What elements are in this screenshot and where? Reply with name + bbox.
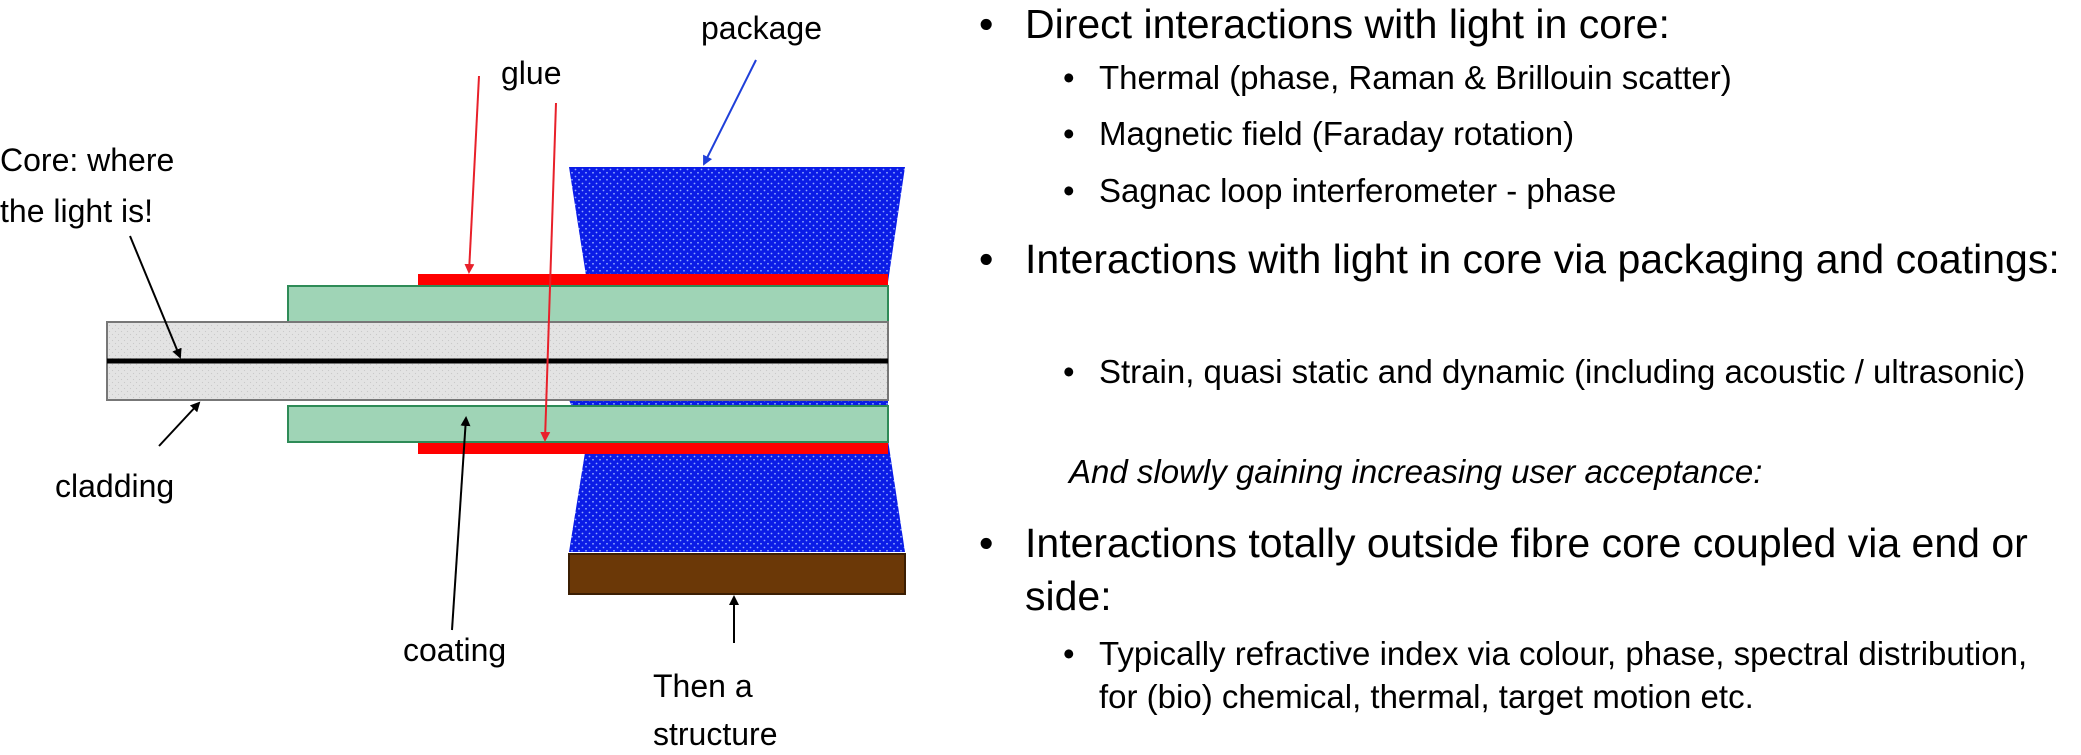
sub-bullet-refractive: • Typically refractive index via colour,… (1063, 632, 2073, 718)
bullet-direct-text: Direct interactions with light in core: (1025, 1, 1670, 47)
coating-bottom (287, 405, 889, 443)
package-label: package (701, 10, 822, 46)
glue-label: glue (501, 55, 562, 91)
glue-top-layer (418, 274, 888, 286)
sub-bullet-magnetic-text: Magnetic field (Faraday rotation) (1099, 115, 1575, 152)
sub-bullet-sagnac-text: Sagnac loop interferometer - phase (1099, 172, 1617, 209)
sub-bullet-dot: • (1063, 635, 1075, 672)
acceptance-note: And slowly gaining increasing user accep… (1069, 453, 1763, 490)
bullet-outside-interactions: • Interactions totally outside fibre cor… (975, 517, 2075, 623)
coating-top (287, 285, 889, 323)
sub-bullet-dot: • (1063, 353, 1075, 390)
coating-arrow (451, 416, 471, 631)
glue-top-arrow (464, 75, 480, 274)
sub-bullet-thermal: • Thermal (phase, Raman & Brillouin scat… (1063, 56, 2073, 99)
sub-bullet-dot: • (1063, 115, 1075, 152)
sub-bullet-sagnac: • Sagnac loop interferometer - phase (1063, 169, 2073, 212)
sub-bullet-thermal-text: Thermal (phase, Raman & Brillouin scatte… (1099, 59, 1732, 96)
sub-bullet-dot: • (1063, 59, 1075, 96)
core-arrow (129, 235, 182, 359)
package-arrow (703, 59, 757, 166)
cladding-arrow (158, 401, 201, 447)
core-label-line1: Core: where (0, 142, 174, 178)
cladding-label: cladding (55, 468, 174, 504)
sub-bullet-strain: • Strain, quasi static and dynamic (incl… (1063, 350, 2073, 393)
structure-label-line1: Then a (653, 668, 753, 704)
bullet-packaging-text: Interactions with light in core via pack… (1025, 236, 2060, 282)
sub-bullet-refractive-text: Typically refractive index via colour, p… (1099, 635, 2028, 715)
bullet-dot: • (979, 236, 994, 282)
sub-bullet-strain-text: Strain, quasi static and dynamic (includ… (1099, 353, 2026, 390)
core-label-line2: the light is! (0, 193, 153, 229)
bullet-dot: • (979, 520, 994, 566)
glue-bottom-layer (418, 442, 888, 454)
coating-label: coating (403, 632, 506, 668)
bullet-packaging-interactions: • Interactions with light in core via pa… (975, 233, 2075, 286)
sub-bullet-dot: • (1063, 172, 1075, 209)
bullet-dot: • (979, 1, 994, 47)
bullet-outside-text: Interactions totally outside fibre core … (1025, 520, 2028, 619)
structure-label-line2: structure (653, 716, 777, 752)
glue-bottom-arrow (540, 102, 557, 442)
fibre-sensor-diagram: Core: where the light is! cladding coati… (0, 10, 906, 752)
structure-block (568, 553, 906, 595)
sub-bullet-magnetic: • Magnetic field (Faraday rotation) (1063, 112, 2073, 155)
bullet-direct-interactions: • Direct interactions with light in core… (975, 0, 2075, 51)
